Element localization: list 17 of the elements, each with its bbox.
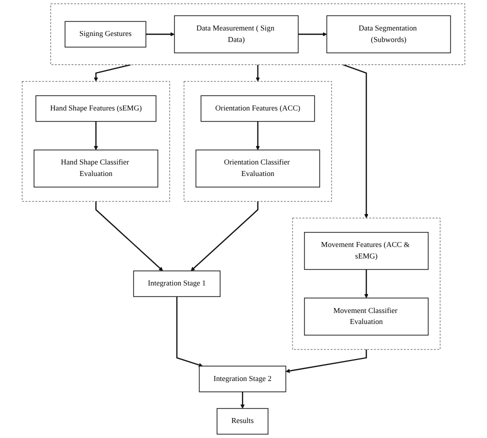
arrow xyxy=(240,392,245,409)
arrow xyxy=(286,349,367,373)
arrow xyxy=(364,269,368,298)
arrow xyxy=(256,121,260,150)
arrow xyxy=(95,201,163,272)
arrow xyxy=(256,64,260,82)
cluster xyxy=(50,4,466,65)
arrow xyxy=(190,201,258,272)
cluster xyxy=(292,218,440,350)
arrow xyxy=(94,121,98,150)
arrow xyxy=(176,296,203,367)
cluster xyxy=(184,81,332,202)
cluster xyxy=(22,81,170,202)
arrow xyxy=(298,32,327,36)
arrow xyxy=(146,32,175,36)
arrow xyxy=(94,64,131,82)
arrow xyxy=(342,64,368,218)
